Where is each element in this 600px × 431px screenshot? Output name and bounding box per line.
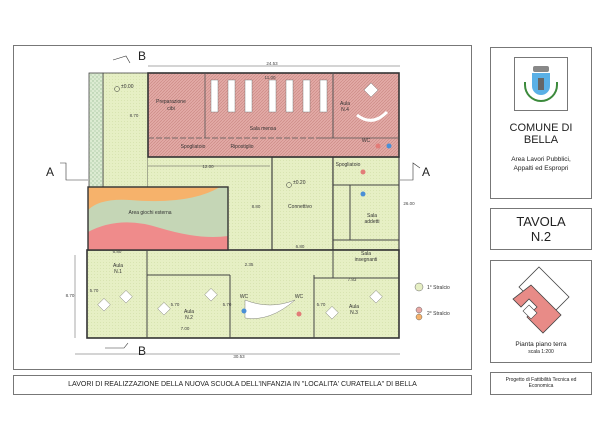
label-connettivo: Connettivo	[288, 204, 312, 210]
dim-aula-h1: 5.70	[90, 288, 99, 293]
area-line1: Area Lavori Pubblici,	[511, 156, 571, 163]
label-ripostiglio: Ripostiglio	[230, 144, 253, 150]
dim-left-wing: 8.70	[66, 293, 75, 298]
bottom-partitions	[146, 184, 399, 338]
elevation-entry: ±0.00	[121, 84, 134, 90]
label-aula2n: N.2	[185, 315, 193, 321]
label-aula4: Aula	[340, 101, 350, 107]
label-preparazione2: cibi	[167, 106, 175, 112]
label-sala-addetti2: addetti	[364, 219, 379, 225]
label-spogliatoio-cucina: Spogliatoio	[181, 144, 206, 150]
label-aula4n: N.4	[341, 107, 349, 113]
scala-label: scala 1:200	[528, 349, 554, 355]
garden-strip	[88, 72, 104, 188]
label-spogliatoio: Spogliatoio	[336, 162, 361, 168]
project-title: LAVORI DI REALIZZAZIONE DELLA NUOVA SCUO…	[68, 381, 417, 388]
bottom-wing	[86, 249, 400, 339]
dim-mid: 12.00	[202, 164, 214, 169]
label-sala-insegnanti2: insegnanti	[355, 257, 378, 263]
dim-aula-h3: 5.70	[223, 302, 232, 307]
label-area-giochi: Area giochi esterna	[128, 210, 171, 216]
dim-left-corr: 8.70	[130, 113, 139, 118]
dim-aula2-w: 7.00	[181, 326, 190, 331]
play-area	[87, 186, 229, 251]
dim-corr: 2.35	[245, 262, 254, 267]
legend-swatch-stage2	[415, 306, 423, 314]
tavola-line1: TAVOLA	[516, 214, 566, 229]
dim-aula3-w: 7.83	[348, 277, 357, 282]
comune-line1: COMUNE DI	[509, 122, 573, 134]
dim-aula-h2: 5.70	[171, 302, 180, 307]
male-wc-icon-top	[386, 143, 392, 149]
key-plan-icon	[512, 266, 570, 334]
dim-right: 26.00	[403, 201, 415, 206]
comune-line2: BELLA	[523, 134, 559, 146]
section-b-top: B	[138, 49, 146, 63]
area-line2: Appalti ed Espropri	[513, 165, 569, 172]
service-rooms	[332, 156, 400, 251]
corridor-left	[102, 72, 149, 188]
label-aula3: Aula	[349, 304, 359, 310]
progetto-label: Progetto di Fattibilità Tecnica ed Econo…	[505, 377, 577, 389]
label-sala-insegnanti: Sala	[361, 251, 371, 257]
female-wc-icon-top	[375, 143, 381, 149]
tavola-panel: TAVOLA N.2	[490, 208, 592, 250]
dim-mensa: 11.00	[265, 75, 276, 80]
section-a-left: A	[46, 165, 54, 179]
elevation-connettivo: ±0.20	[293, 180, 306, 186]
label-wc-top: WC	[362, 138, 371, 144]
label-wc-f: WC	[295, 294, 304, 300]
legend-stage1: 1° Stralcio	[427, 285, 450, 291]
label-sala-mensa: Sala mensa	[250, 126, 277, 132]
section-a-right: A	[422, 165, 430, 179]
pianta-label: Pianta piano terra	[515, 341, 567, 348]
mensa-tables	[210, 79, 328, 113]
drawing-frame	[13, 45, 472, 370]
label-wc-m: WC	[240, 294, 249, 300]
male-wc-icon-spog	[360, 191, 366, 197]
legend-swatch-stage1	[414, 282, 424, 292]
dim-top: 24.53	[266, 61, 278, 66]
comune-panel: COMUNE DI BELLA Area Lavori Pubblici, Ap…	[490, 47, 592, 199]
progetto-panel: Progetto di Fattibilità Tecnica ed Econo…	[490, 372, 592, 395]
female-wc-icon	[296, 311, 302, 317]
courtyard-right	[228, 187, 272, 250]
dim-play-h: 8.80	[252, 204, 261, 209]
label-aula2: Aula	[184, 309, 194, 315]
dim-bottom: 30.53	[233, 354, 245, 359]
section-b-bottom: B	[138, 344, 146, 358]
legend-stage2: 2° Stralcio	[427, 311, 450, 317]
dim-aula1-w: 6.80	[113, 249, 122, 254]
dim-conn-w: 6.80	[296, 244, 305, 249]
label-preparazione: Preparazione	[156, 99, 186, 105]
label-aula1: Aula	[113, 263, 123, 269]
courtyard	[148, 157, 272, 187]
label-aula3n: N.3	[350, 310, 358, 316]
key-plan-panel: Pianta piano terra scala 1:200	[490, 260, 592, 363]
tavola-line2: N.2	[530, 229, 552, 244]
male-wc-icon	[241, 308, 247, 314]
label-sala-addetti: Sala	[367, 213, 377, 219]
female-wc-icon-spog	[360, 169, 366, 175]
coat-of-arms-icon	[514, 57, 568, 111]
aula4-furniture	[356, 82, 389, 122]
label-aula1n: N.1	[114, 269, 122, 275]
footer-title-box: LAVORI DI REALIZZAZIONE DELLA NUOVA SCUO…	[13, 375, 472, 395]
dim-aula-h4: 5.70	[317, 302, 326, 307]
classroom-tables	[97, 288, 383, 320]
